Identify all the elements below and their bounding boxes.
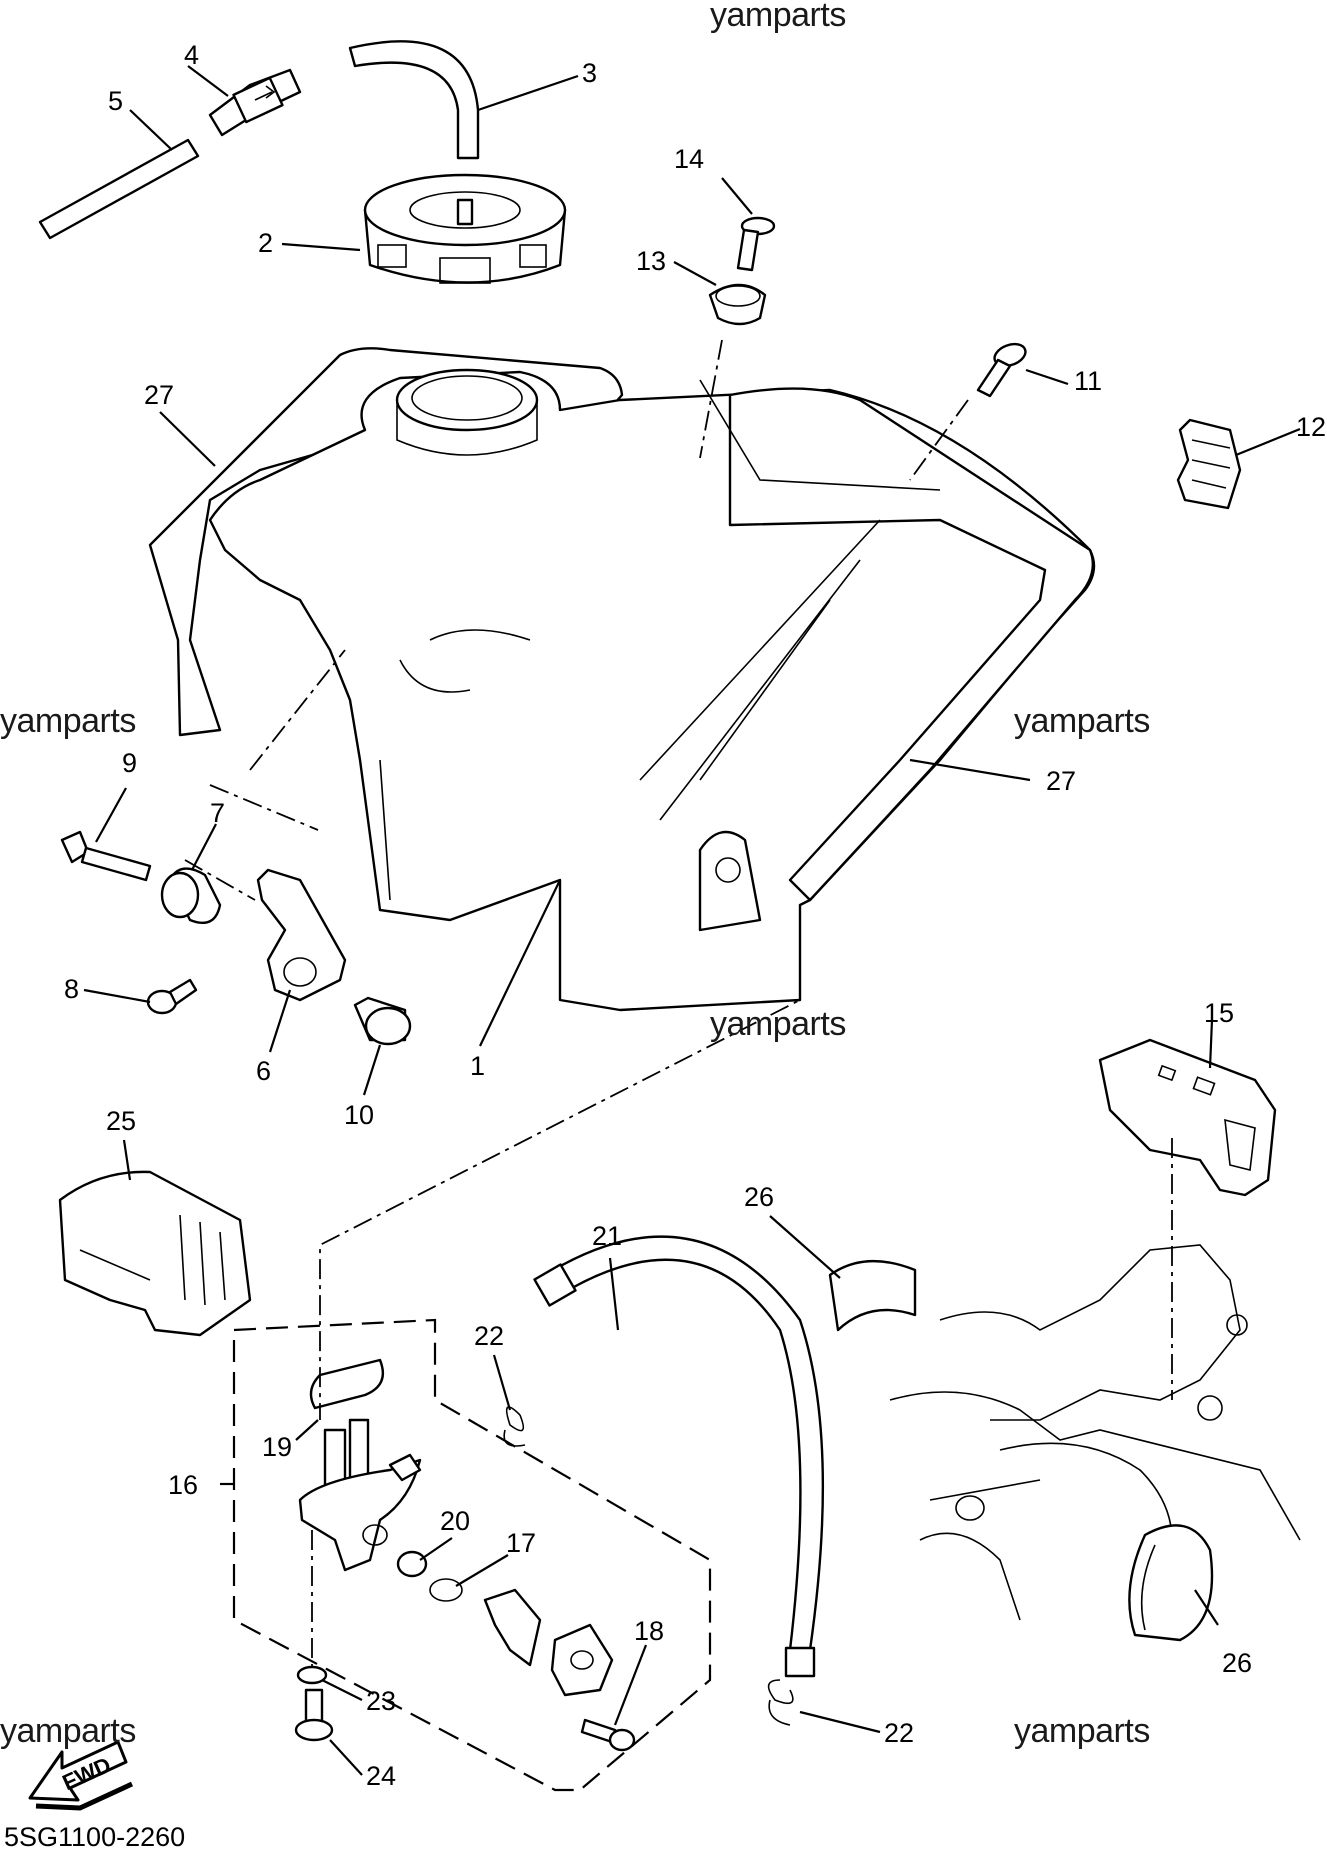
filler-neck	[395, 368, 539, 432]
fuel-cap	[363, 173, 567, 284]
callout-6: 6	[256, 1056, 271, 1086]
callout-27-right: 27	[1046, 766, 1076, 796]
callout-14: 14	[674, 144, 704, 174]
callout-4: 4	[184, 40, 199, 70]
callout-22-upper: 22	[474, 1321, 504, 1351]
left-side-cover	[148, 347, 624, 737]
fuel-cock-assembly-outline	[232, 1318, 712, 1792]
callout-5: 5	[108, 86, 123, 116]
screw-8	[146, 978, 198, 1015]
callout-25: 25	[106, 1106, 136, 1136]
damper-7	[160, 867, 222, 925]
watermark-bottom-left: yamparts	[0, 1712, 136, 1750]
bracket-6	[256, 868, 347, 1002]
fuel-hose-short	[38, 138, 200, 240]
callout-15: 15	[1204, 998, 1234, 1028]
check-valve	[208, 68, 302, 137]
right-side-cover	[728, 387, 1095, 902]
clip-12	[1176, 418, 1242, 510]
callout-12: 12	[1296, 412, 1326, 442]
grommet-13	[708, 283, 767, 326]
callout-20: 20	[440, 1506, 470, 1536]
callout-26-lower: 26	[1222, 1648, 1252, 1678]
callout-27-left: 27	[144, 380, 174, 410]
callout-17: 17	[506, 1528, 536, 1558]
fuel-tank	[148, 347, 1096, 1012]
watermark-left: yamparts	[0, 702, 136, 740]
callout-3: 3	[582, 58, 597, 88]
watermark-center: yamparts	[710, 1005, 846, 1043]
clamp-22-upper	[503, 1406, 526, 1447]
collar-10	[353, 996, 412, 1046]
callout-9: 9	[122, 748, 137, 778]
callout-21: 21	[592, 1221, 622, 1251]
filter-19	[309, 1358, 385, 1410]
callout-22-lower: 22	[884, 1718, 914, 1748]
packing-20	[396, 1550, 428, 1578]
callout-7: 7	[210, 798, 225, 828]
callout-16: 16	[168, 1470, 198, 1500]
clamp-22-lower	[767, 1679, 794, 1726]
callout-18: 18	[634, 1616, 664, 1646]
centre-line-main	[319, 905, 801, 1420]
callout-11: 11	[1074, 366, 1102, 396]
callout-26-upper: 26	[744, 1182, 774, 1212]
watermark-right: yamparts	[1014, 702, 1150, 740]
lever	[483, 1588, 542, 1667]
tank-body	[208, 370, 1096, 1012]
callout-24: 24	[366, 1761, 396, 1791]
band-26-upper	[828, 1260, 917, 1332]
callout-1: 1	[470, 1051, 485, 1081]
o-ring-17	[429, 1578, 463, 1602]
mount-bolt-9	[60, 830, 152, 882]
callout-23: 23	[366, 1686, 396, 1716]
screw-24	[294, 1688, 334, 1742]
band-26-lower	[1128, 1524, 1214, 1642]
screw-14	[736, 216, 776, 272]
guard-15	[1098, 1038, 1277, 1197]
callout-8: 8	[64, 974, 79, 1004]
callout-10: 10	[344, 1100, 374, 1130]
fuel-hose-21	[543, 1235, 825, 1652]
engine-outline	[889, 1244, 1301, 1621]
callout-2: 2	[258, 228, 273, 258]
bolt-11	[976, 342, 1027, 398]
diagram-code: 5SG1100-2260	[4, 1822, 186, 1852]
screw-18	[580, 1718, 636, 1752]
heat-guard-25	[58, 1170, 252, 1337]
watermark-bottom-right: yamparts	[1014, 1712, 1150, 1750]
cover-plate	[550, 1623, 614, 1697]
watermark-top: yamparts	[710, 0, 846, 34]
callout-19: 19	[262, 1432, 292, 1462]
callout-13: 13	[636, 246, 666, 276]
fwd-arrow-icon: FWD	[28, 1740, 134, 1811]
fuel-cock-16	[298, 1418, 422, 1572]
breather-hose	[348, 40, 480, 160]
